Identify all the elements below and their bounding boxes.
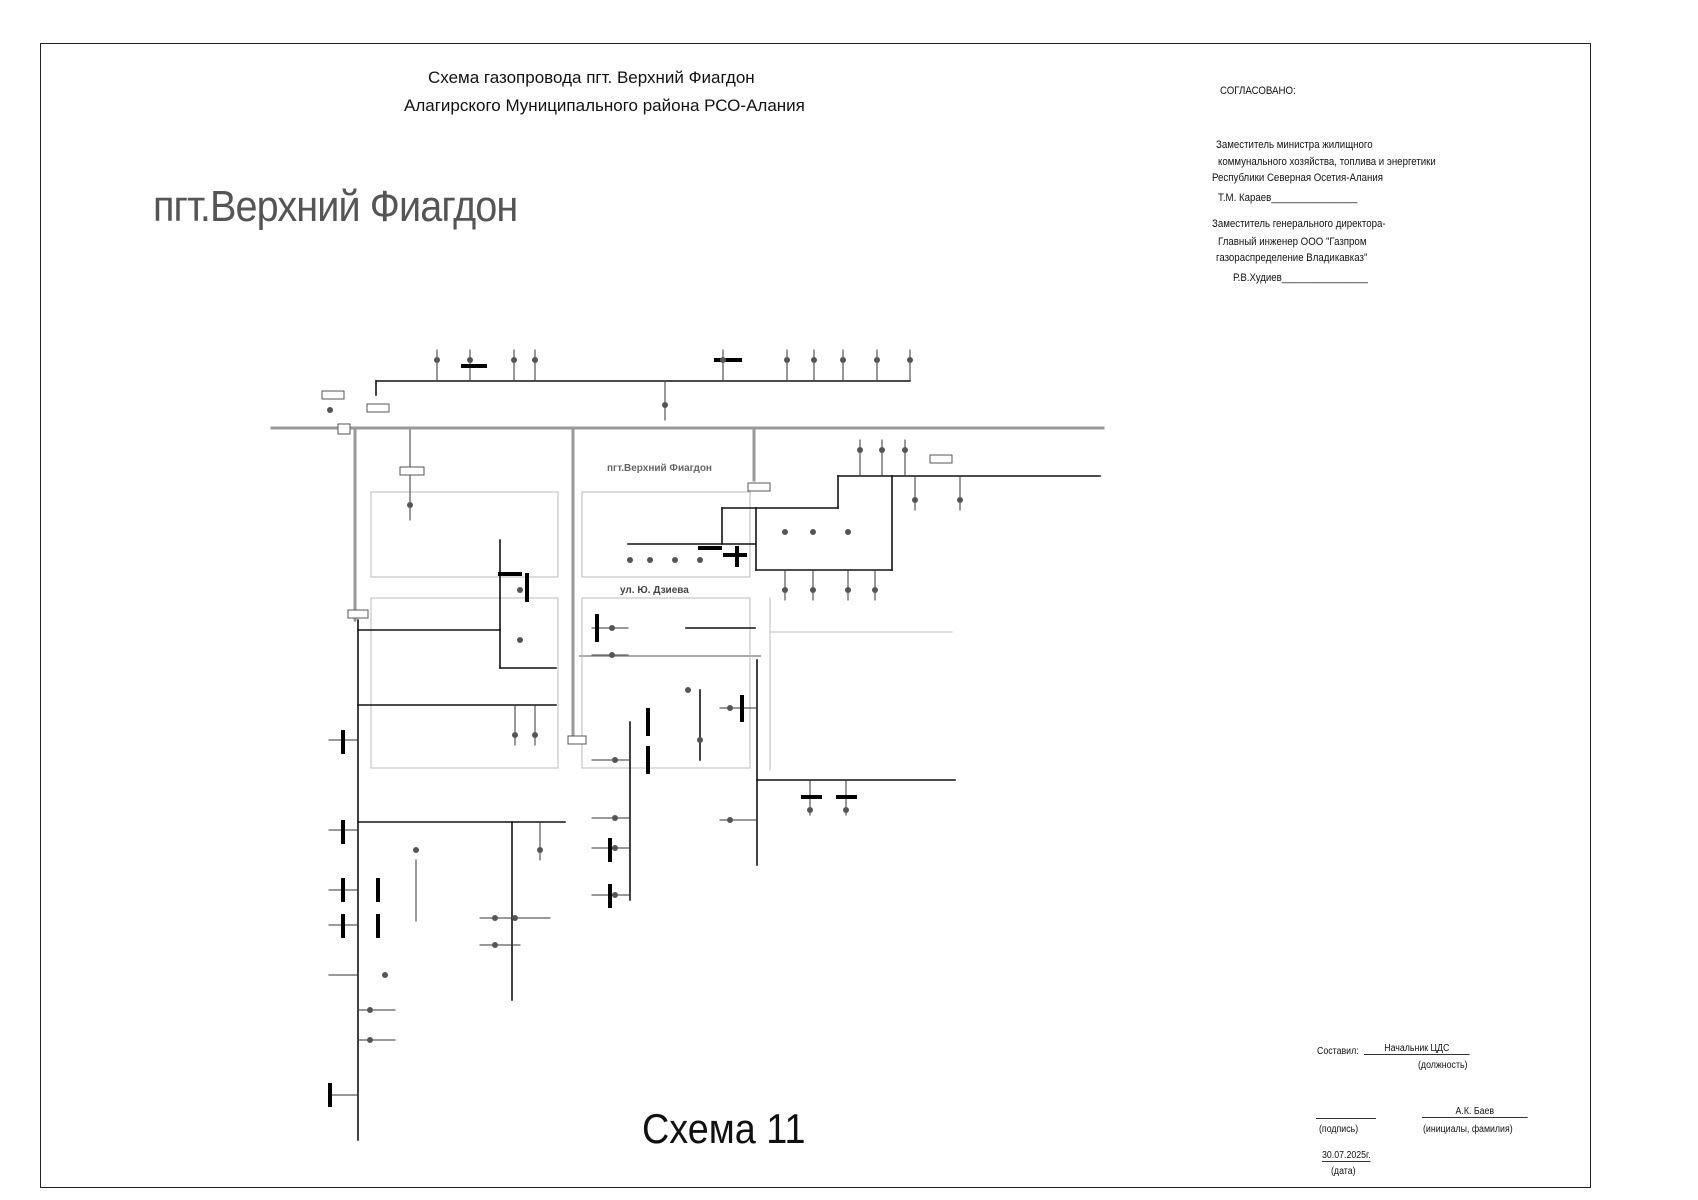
approval-signer2-line2: Главный инженер ООО "Газпром — [1218, 236, 1367, 248]
diagram-area-label: пгт.Верхний Фиагдон — [607, 463, 712, 474]
regulator-points — [321, 390, 953, 745]
consumer-taps — [328, 349, 961, 1096]
consumer-markers — [327, 357, 963, 1043]
approval-signer1-name: Т.М. Караев________________ — [1218, 192, 1358, 204]
city-blocks — [370, 491, 953, 771]
name-value: А.К. Баев — [1422, 1106, 1528, 1118]
diagram-title-line1: Схема газопровода пгт. Верхний Фиагдон — [428, 68, 755, 87]
position-caption: (должность) — [1418, 1060, 1468, 1071]
signature-caption: (подпись) — [1319, 1124, 1359, 1135]
scheme-number: Схема 11 — [642, 1105, 806, 1152]
gas-pipelines — [357, 380, 1101, 1141]
place-title: пгт.Верхний Фиагдон — [153, 182, 518, 231]
approval-heading: СОГЛАСОВАНО: — [1220, 85, 1296, 97]
date-caption: (дата) — [1331, 1166, 1356, 1177]
composed-label: Составил: — [1317, 1046, 1359, 1057]
approval-signer2-line1: Заместитель генерального директора- — [1212, 218, 1386, 230]
approval-signer1-line2: коммунального хозяйства, топлива и энерг… — [1218, 156, 1436, 168]
position-value: Начальник ЦДС — [1364, 1043, 1470, 1055]
approval-signer2-name: Р.В.Худиев________________ — [1233, 272, 1368, 284]
approval-signer1-line1: Заместитель министра жилищного — [1216, 139, 1373, 151]
approval-signer1-line3: Республики Северная Осетия-Алания — [1212, 172, 1384, 184]
name-caption: (инициалы, фамилия) — [1423, 1124, 1513, 1135]
street-label: ул. Ю. Дзиева — [620, 585, 689, 596]
date-value: 30.07.2025г. — [1322, 1150, 1371, 1162]
drawing-frame — [40, 43, 1591, 1188]
approval-signer2-line3: газораспределение Владикавказ" — [1216, 252, 1368, 264]
diagram-title-line2: Алагирского Муниципального района РСО-Ал… — [404, 96, 805, 115]
signature-line — [1316, 1118, 1376, 1119]
